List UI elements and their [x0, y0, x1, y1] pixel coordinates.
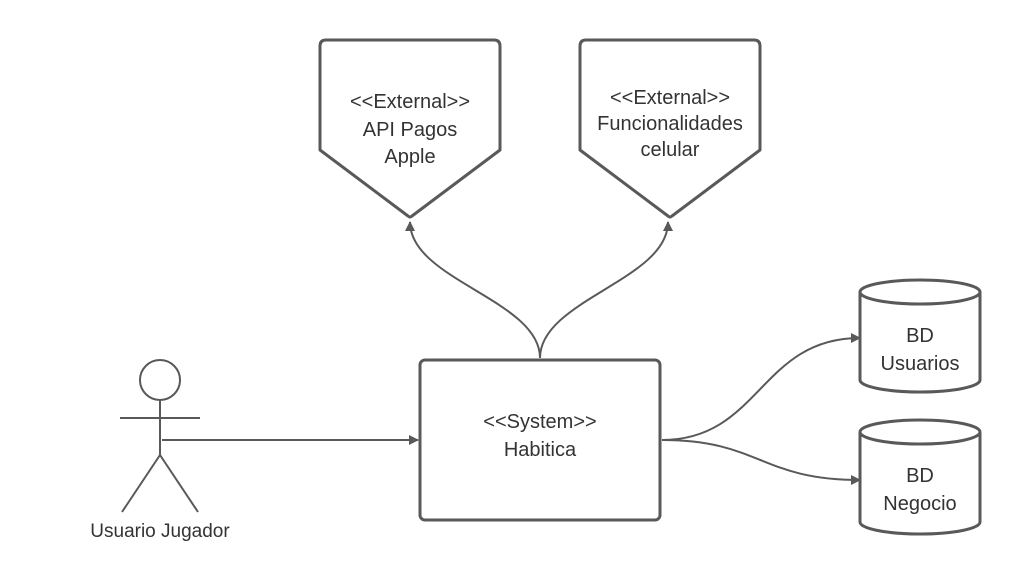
external-api-pagos-apple: <<External>> API Pagos Apple — [318, 38, 502, 219]
connector-system-to-api-pagos — [405, 221, 541, 359]
database-line2: Negocio — [883, 493, 956, 515]
database-cylinder-icon — [858, 278, 982, 394]
database-line1: BD — [906, 325, 934, 347]
stick-figure-icon — [120, 359, 200, 513]
external-name-line2: celular — [641, 139, 700, 161]
database-bd-negocio: BD Negocio — [858, 418, 982, 536]
database-line2: Usuarios — [881, 353, 960, 375]
system-habitica: <<System>> Habitica — [418, 358, 662, 522]
external-pentagon-shape — [318, 38, 502, 219]
system-box — [418, 358, 662, 522]
database-line1: BD — [906, 465, 934, 487]
database-cylinder-icon — [858, 418, 982, 536]
external-name-line2: Apple — [384, 146, 435, 168]
external-name-line1: API Pagos — [363, 119, 458, 141]
connector-system-to-funcionalidades — [539, 221, 673, 359]
actor-label: Usuario Jugador — [90, 521, 230, 542]
database-bd-usuarios: BD Usuarios — [858, 278, 982, 394]
actor-usuario-jugador: Usuario Jugador — [90, 359, 230, 542]
external-stereotype: <<External>> — [350, 91, 470, 113]
external-stereotype: <<External>> — [610, 87, 730, 109]
system-name: Habitica — [504, 439, 577, 461]
external-name-line1: Funcionalidades — [597, 113, 743, 135]
connector-system-to-bd-usuarios — [661, 333, 861, 441]
external-pentagon-shape — [578, 38, 762, 219]
external-funcionalidades-celular: <<External>> Funcionalidades celular — [578, 38, 762, 219]
system-stereotype: <<System>> — [483, 411, 596, 433]
connector-system-to-bd-negocio — [661, 439, 861, 485]
connectors — [162, 221, 861, 485]
